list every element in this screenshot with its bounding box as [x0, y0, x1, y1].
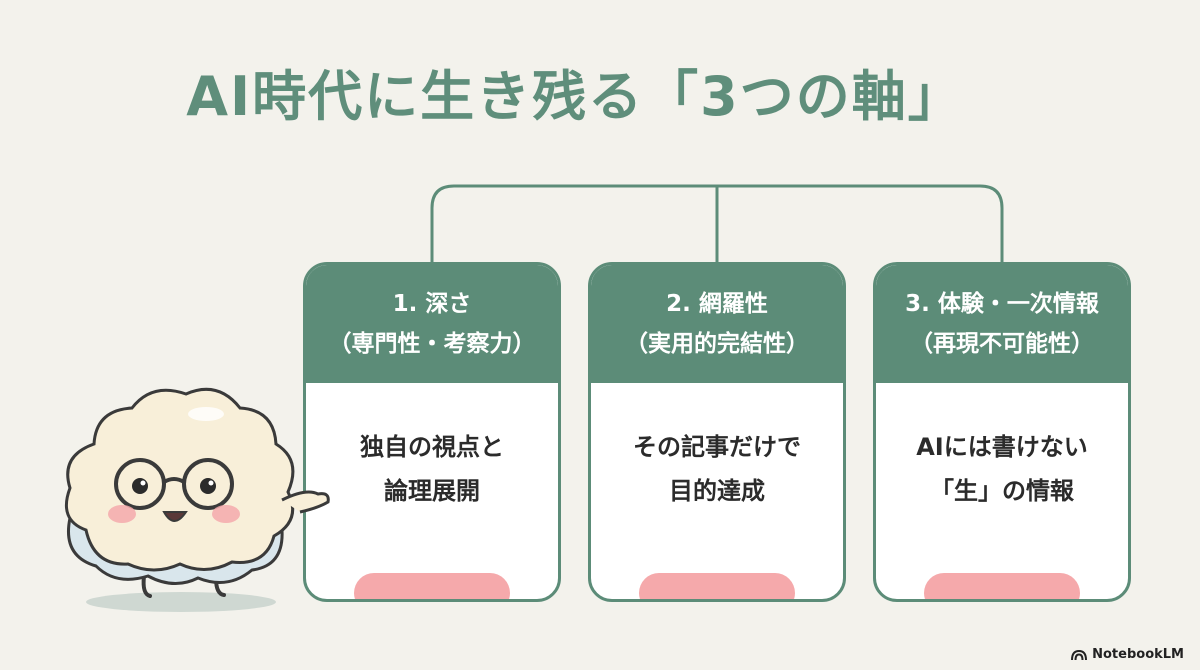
- card-body-line: 論理展開: [384, 477, 480, 505]
- card-header: 3. 体験・一次情報 （再現不可能性）: [876, 265, 1128, 383]
- notebooklm-logo-icon: [1071, 649, 1088, 660]
- card-heading-number-title: 2. 網羅性: [666, 291, 768, 317]
- card-pill-decoration: [924, 573, 1080, 599]
- card-heading-subtitle: （再現不可能性）: [910, 331, 1094, 357]
- card-heading-subtitle: （専門性・考察力）: [328, 331, 536, 357]
- card-body-line: 目的達成: [669, 477, 765, 505]
- card-body-line: その記事だけで: [633, 433, 801, 461]
- card-heading-subtitle: （実用的完結性）: [625, 331, 809, 357]
- axis-card-depth: 1. 深さ （専門性・考察力） 独自の視点と 論理展開: [303, 262, 561, 602]
- card-body: 独自の視点と 論理展開: [306, 383, 558, 513]
- card-body-line: 「生」の情報: [930, 477, 1074, 505]
- card-heading-number-title: 3. 体験・一次情報: [905, 291, 1099, 317]
- card-body: その記事だけで 目的達成: [591, 383, 843, 513]
- branding: NotebookLM: [1071, 647, 1184, 662]
- card-pill-decoration: [639, 573, 795, 599]
- card-heading-number-title: 1. 深さ: [392, 291, 472, 317]
- branding-label: NotebookLM: [1092, 647, 1184, 662]
- card-body-line: 独自の視点と: [360, 433, 504, 461]
- card-body: AIには書けない 「生」の情報: [876, 383, 1128, 513]
- card-pill-decoration: [354, 573, 510, 599]
- page-title: AI時代に生き残る「3つの軸」: [186, 65, 964, 128]
- card-header: 1. 深さ （専門性・考察力）: [306, 265, 558, 383]
- axis-card-coverage: 2. 網羅性 （実用的完結性） その記事だけで 目的達成: [588, 262, 846, 602]
- cloud-mascot-icon: [65, 387, 330, 612]
- axis-card-experience: 3. 体験・一次情報 （再現不可能性） AIには書けない 「生」の情報: [873, 262, 1131, 602]
- card-body-line: AIには書けない: [916, 433, 1088, 461]
- card-header: 2. 網羅性 （実用的完結性）: [591, 265, 843, 383]
